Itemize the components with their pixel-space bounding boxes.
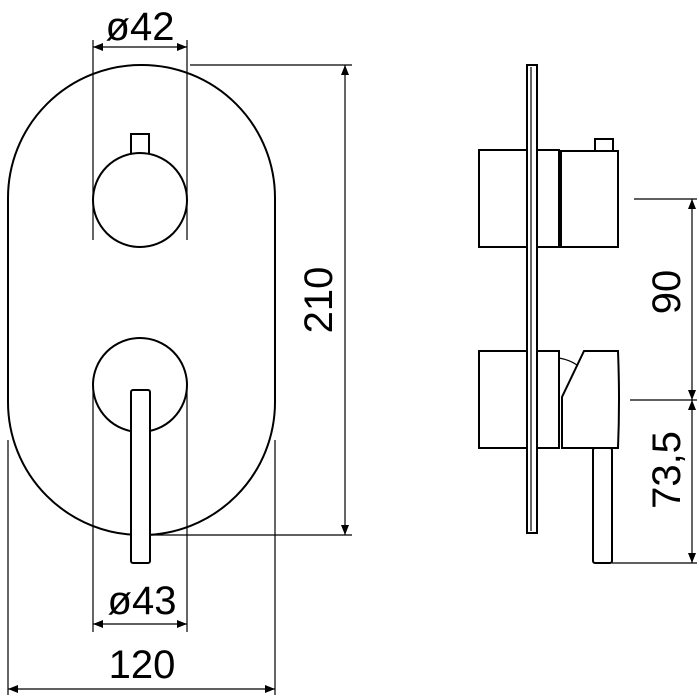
- plate-width-label: 120: [109, 643, 176, 687]
- lever-body-side: [561, 350, 620, 449]
- upper-body-back: [478, 149, 560, 248]
- upper-knob-tab-side: [594, 138, 614, 152]
- lever-handle-side: [592, 447, 613, 564]
- upper-knob: [92, 152, 188, 248]
- side-view: 90 73,5: [478, 64, 697, 564]
- lever-offset-label: 73,5: [645, 431, 689, 509]
- side-plate: [526, 64, 538, 534]
- lower-body-back: [478, 350, 560, 449]
- front-view: ø42 210 ø43 120: [7, 5, 352, 695]
- plate-height-label: 210: [297, 267, 341, 334]
- knob-spacing-label: 90: [645, 270, 689, 315]
- upper-knob-tab: [130, 133, 150, 155]
- upper-knob-side: [560, 150, 619, 248]
- upper-knob-diameter-label: ø42: [106, 5, 175, 49]
- lever-handle: [130, 389, 151, 564]
- lower-knob-diameter-label: ø43: [108, 579, 177, 623]
